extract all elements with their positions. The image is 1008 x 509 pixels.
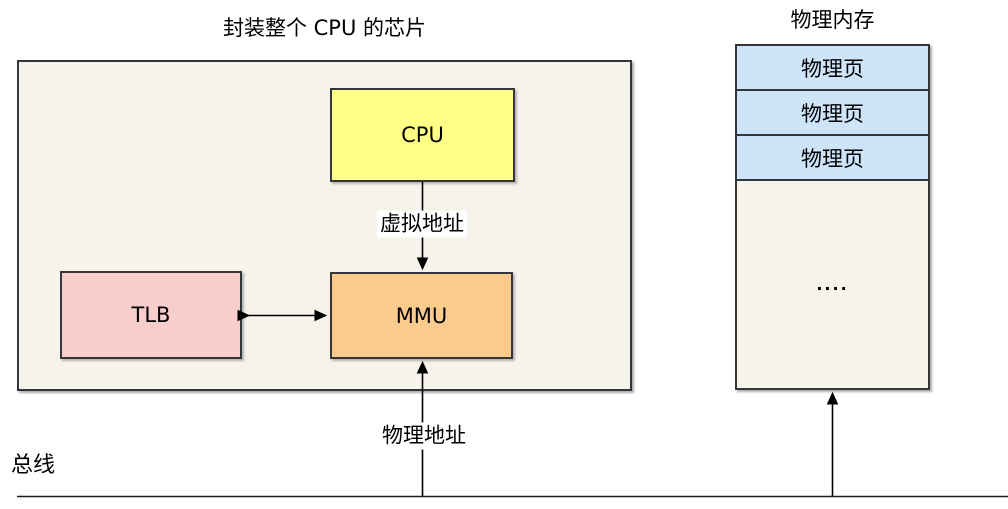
tlb-box: TLB xyxy=(60,271,242,359)
physical-memory-box: 物理页 物理页 物理页 .... xyxy=(735,44,930,390)
physical-memory-title: 物理内存 xyxy=(790,8,875,32)
physical-address-label: 物理地址 xyxy=(379,422,469,450)
cpu-label: CPU xyxy=(401,123,444,147)
mmu-label: MMU xyxy=(395,303,448,328)
physical-page-label: 物理页 xyxy=(801,146,864,171)
memory-ellipsis: .... xyxy=(816,275,849,294)
tlb-label: TLB xyxy=(131,303,171,327)
physical-page-label: 物理页 xyxy=(801,101,864,126)
physical-page-label: 物理页 xyxy=(801,56,864,81)
chip-title: 封装整个 CPU 的芯片 xyxy=(222,16,427,40)
mmu-box: MMU xyxy=(330,272,513,359)
physical-page-row: 物理页 xyxy=(737,91,928,136)
virtual-address-label: 虚拟地址 xyxy=(377,210,467,238)
cpu-box: CPU xyxy=(330,88,515,182)
physical-page-row: 物理页 xyxy=(737,46,928,91)
physical-page-row: 物理页 xyxy=(737,136,928,181)
bus-label: 总线 xyxy=(11,453,56,478)
